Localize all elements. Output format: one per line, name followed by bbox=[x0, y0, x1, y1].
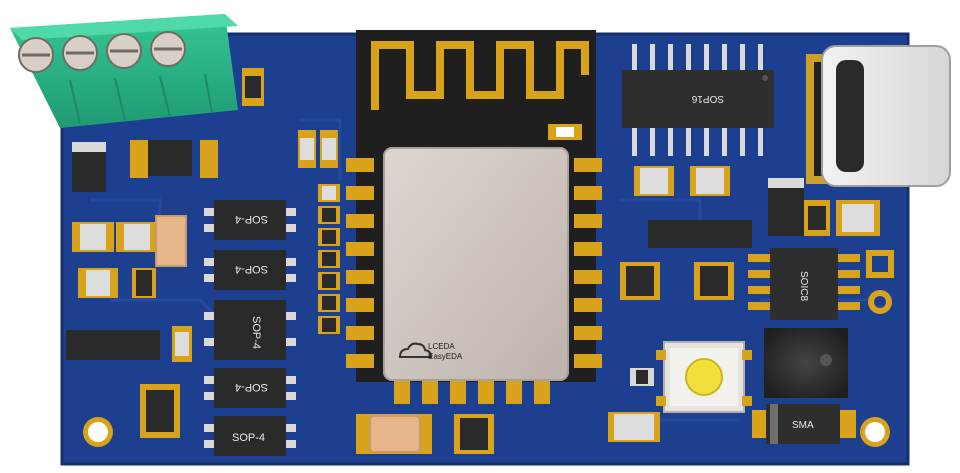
sop4-label-4: SOP-4 bbox=[235, 381, 268, 393]
usb-c-connector bbox=[806, 45, 951, 187]
sop4-opto-1: SOP-4 bbox=[204, 200, 296, 240]
sop16-label: SOP16 bbox=[691, 93, 724, 104]
rf-shield bbox=[383, 147, 569, 381]
button-cap bbox=[685, 358, 723, 396]
smd-passives bbox=[66, 68, 894, 454]
wifi-module: LCEDA EasyEDA bbox=[346, 30, 602, 404]
logo-line1: LCEDA bbox=[428, 342, 455, 351]
sop4-label-1: SOP-4 bbox=[235, 213, 268, 225]
sma-label: SMA bbox=[792, 420, 814, 431]
tactile-button bbox=[656, 341, 752, 413]
pcb-antenna bbox=[371, 41, 589, 110]
sop4-opto-5: SOP-4 bbox=[204, 416, 296, 456]
logo-line2: EasyEDA bbox=[428, 352, 463, 361]
sop4-label-5: SOP-4 bbox=[232, 432, 265, 444]
fuse bbox=[356, 414, 432, 454]
soic8-label: SOIC8 bbox=[798, 271, 809, 301]
mounting-hole-bottom-left bbox=[83, 417, 113, 447]
sop4-opto-3: SOP-4 bbox=[204, 300, 296, 360]
sop4-label-2: SOP-4 bbox=[235, 263, 268, 275]
screw-terminal-block bbox=[10, 14, 238, 128]
sop4-label-3: SOP-4 bbox=[250, 316, 262, 349]
terminal-screws bbox=[18, 31, 186, 73]
sop4-opto-4: SOP-4 bbox=[204, 368, 296, 408]
module-pads-bottom bbox=[394, 378, 550, 404]
led bbox=[630, 368, 654, 386]
sop16-chip: SOP16 bbox=[622, 44, 774, 156]
module-pads-left bbox=[346, 158, 374, 368]
power-inductor bbox=[764, 328, 848, 398]
soic8-chip: SOIC8 bbox=[748, 248, 860, 320]
sma-diode: SMA bbox=[752, 404, 856, 444]
module-pads-right bbox=[574, 158, 602, 368]
mounting-hole-bottom-right bbox=[860, 417, 890, 447]
sop4-opto-2: SOP-4 bbox=[204, 250, 296, 290]
cloud-icon bbox=[398, 342, 433, 358]
easyeda-logo: LCEDA EasyEDA bbox=[398, 342, 463, 361]
